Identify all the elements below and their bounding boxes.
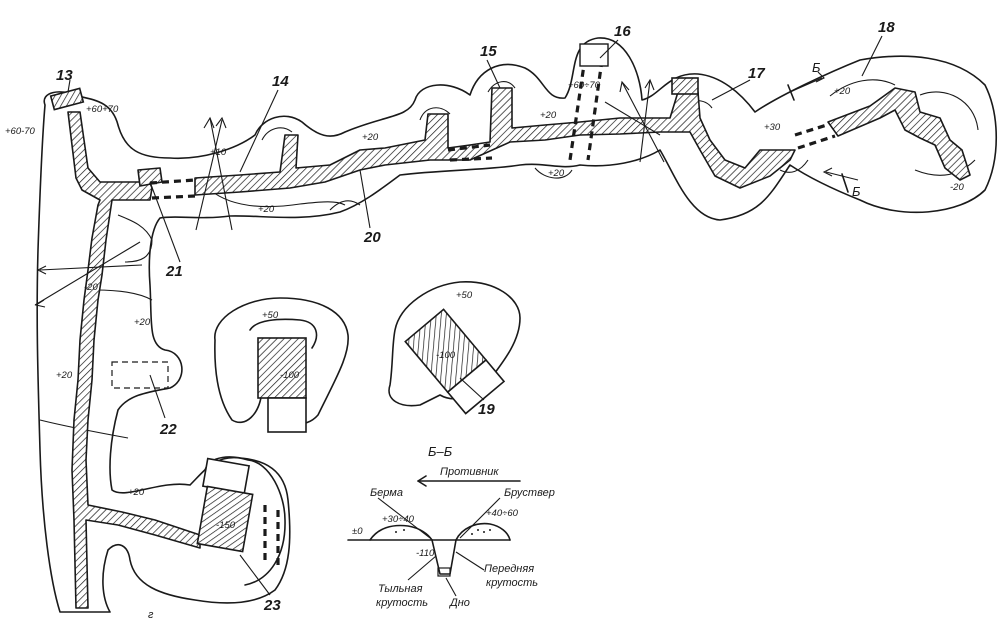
mark-plus20-h: +20 <box>128 487 145 498</box>
mark-16: +60÷70 <box>568 80 601 91</box>
mark-minus150: -150 <box>216 520 236 531</box>
mark-plus20-b: +20 <box>540 110 557 121</box>
section-arrow-label-top: Б <box>812 60 821 75</box>
section-left-height: +30÷40 <box>382 514 415 525</box>
mark-plus20-c: +20 <box>548 168 565 179</box>
mark-plus30: +30 <box>764 122 781 133</box>
mark-minus100-a: -100 <box>280 370 300 381</box>
mark-plus20-f: +20 <box>134 317 151 328</box>
section-parapet-label: Бруствер <box>504 487 555 499</box>
section-rear-slope-1: Тыльная <box>378 583 423 595</box>
section-arrow-label-bottom: Б <box>852 184 861 199</box>
mark-plus50-b: +50 <box>456 290 473 301</box>
section-front-slope-1: Передняя <box>484 563 534 575</box>
section-ground-zero: ±0 <box>352 526 363 537</box>
fire-sector-arrows <box>34 78 665 308</box>
mark-left-top-a: +60-70 <box>5 126 36 137</box>
callout-numbers: 13 14 15 16 17 18 19 20 21 22 23 <box>56 19 895 614</box>
mark-plus20-g: +20 <box>56 370 73 381</box>
section-right-height: +40÷60 <box>486 508 519 519</box>
section-front-slope-2: крутость <box>486 577 538 589</box>
corner-letter: г <box>148 609 154 621</box>
mark-plus10: +10 <box>210 147 227 158</box>
callout-22: 22 <box>159 421 177 438</box>
section-berm-label: Берма <box>370 487 403 499</box>
mark-minus100-b: -100 <box>436 350 456 361</box>
callout-19: 19 <box>478 401 495 418</box>
callout-16: 16 <box>614 23 631 40</box>
callout-20: 20 <box>363 229 381 246</box>
mark-plus20-e: +20 <box>834 86 851 97</box>
callout-14: 14 <box>272 73 289 90</box>
section-enemy-label: Противник <box>440 466 499 478</box>
cross-section-bb: Б–Б Противник Берма Бруствер +30÷40 +40÷… <box>347 444 555 609</box>
section-rear-slope-2: крутость <box>376 597 428 609</box>
mark-minus20: -20 <box>84 282 98 293</box>
callout-23: 23 <box>263 597 281 614</box>
leader-lines <box>67 35 883 596</box>
mark-left-top-b: +60+70 <box>86 104 119 115</box>
section-title: Б–Б <box>428 444 453 459</box>
mark-plus50-a: +50 <box>262 310 279 321</box>
mark-plus20-a: +20 <box>362 132 379 143</box>
section-bottom-label: Дно <box>448 597 470 609</box>
callout-17: 17 <box>748 65 765 82</box>
mark-minus20-b: -20 <box>950 182 964 193</box>
elevation-marks: +60-70 +60+70 +60÷70 +10 +20 +20 +20 +20… <box>5 80 964 531</box>
covered-trench-segments <box>149 57 836 565</box>
dugouts <box>49 43 699 586</box>
callout-21: 21 <box>165 263 183 280</box>
callout-13: 13 <box>56 67 73 84</box>
callout-18: 18 <box>878 19 895 36</box>
section-arrows: Б Б <box>787 60 861 199</box>
section-depth: -110 <box>416 548 435 559</box>
callout-15: 15 <box>480 43 497 60</box>
mark-plus20-d: +20 <box>258 204 275 215</box>
